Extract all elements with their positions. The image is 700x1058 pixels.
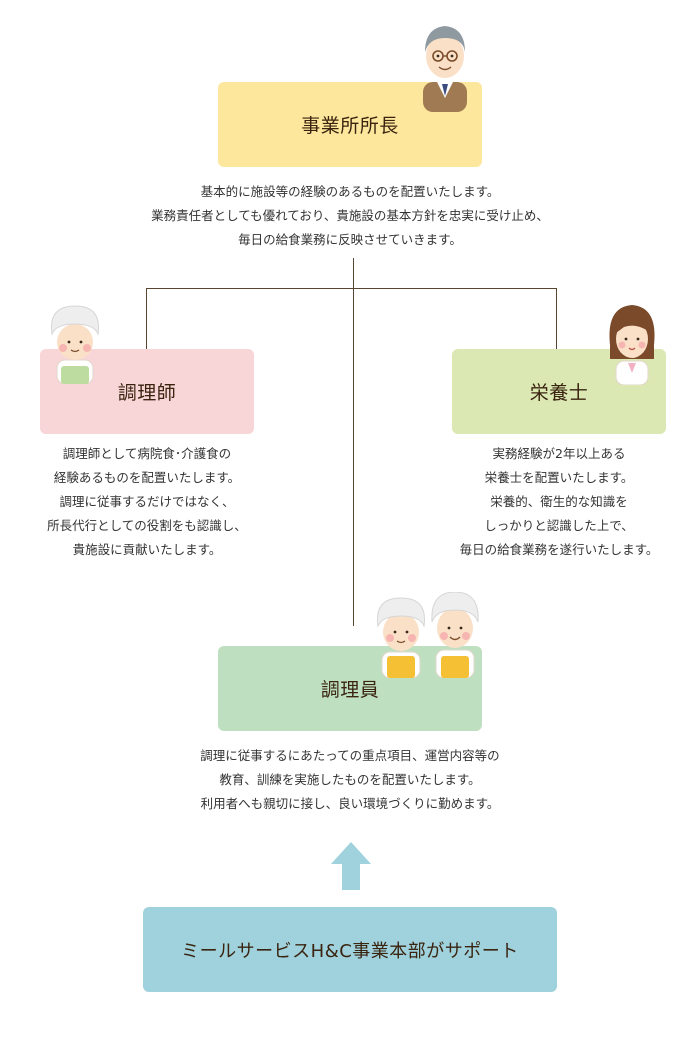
connector-right-drop: [556, 288, 557, 349]
two-cooks-in-caps-icon: [374, 592, 484, 678]
connector-horizontal: [146, 288, 557, 289]
connector-vertical-main: [353, 258, 354, 626]
chef-description: 調理師として病院食･介護食の 経験あるものを配置いたします。 調理に従事するだけ…: [20, 442, 274, 562]
chef-title: 調理師: [118, 378, 177, 405]
support-box: ミールサービスH&C事業本部がサポート: [143, 907, 557, 992]
cooks-description: 調理に従事するにあたっての重点項目、運営内容等の 教育、訓練を実施したものを配置…: [100, 744, 600, 816]
dietitian-description: 実務経験が2年以上ある 栄養士を配置いたします。 栄養的、衛生的な知識を しっか…: [430, 442, 688, 562]
dietitian-title: 栄養士: [530, 378, 589, 405]
cook-in-cap-icon: [46, 302, 104, 384]
female-dietitian-icon: [604, 301, 660, 385]
director-description: 基本的に施設等の経験のあるものを配置いたします。 業務責任者としても優れており、…: [100, 180, 600, 252]
cooks-title: 調理員: [321, 675, 380, 702]
director-title: 事業所所長: [301, 111, 399, 138]
elderly-man-glasses-icon: [417, 16, 473, 112]
connector-left-drop: [146, 288, 147, 349]
support-title: ミールサービスH&C事業本部がサポート: [181, 937, 519, 963]
up-arrow-icon: [331, 842, 371, 890]
